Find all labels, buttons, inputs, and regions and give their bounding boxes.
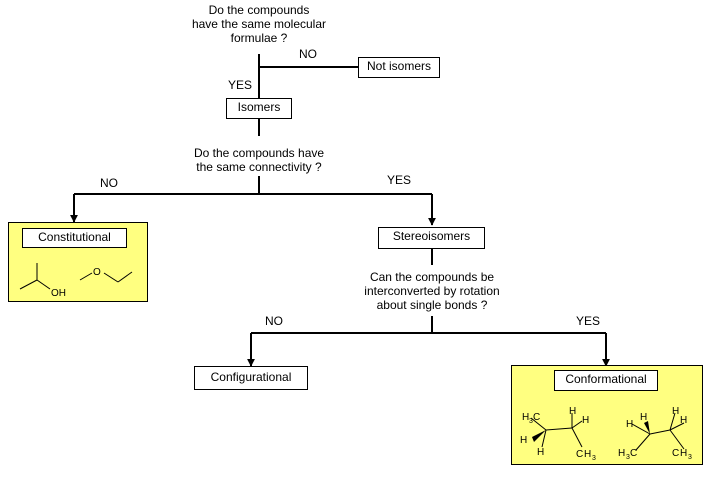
question-line: have the same molecular	[191, 17, 327, 31]
atom-h: H	[569, 406, 576, 417]
question-line: the same connectivity ?	[196, 160, 322, 174]
configurational-box: Configurational	[194, 366, 308, 390]
stereoisomers-box: Stereoisomers	[378, 227, 485, 249]
question-line: formulae ?	[230, 31, 288, 45]
label-no: NO	[265, 314, 283, 328]
bond	[19, 279, 38, 290]
atom-h: H	[584, 449, 591, 460]
question-line: Can the compounds be	[369, 270, 495, 284]
atom-h: H	[672, 406, 679, 417]
wedge-bond	[532, 430, 546, 442]
atom-h: H	[537, 447, 544, 458]
atom-h: H	[582, 415, 589, 426]
atom-h: H	[640, 412, 647, 423]
bond	[669, 412, 676, 431]
atom-c: C	[533, 412, 540, 423]
subscript: 3	[626, 454, 630, 461]
oxygen-label: O	[93, 267, 101, 278]
atom-h: H	[522, 412, 529, 423]
atom-h: H	[520, 435, 527, 446]
label-no: NO	[100, 176, 118, 190]
label-no: NO	[299, 47, 317, 61]
bond	[545, 427, 573, 431]
atom-h: H	[626, 419, 633, 430]
question-line: about single bonds ?	[376, 298, 488, 312]
atom-c: C	[672, 448, 679, 459]
bond	[571, 427, 583, 448]
subscript: 3	[529, 418, 533, 425]
bond	[571, 420, 583, 429]
not-isomers-box: Not isomers	[358, 57, 440, 78]
question-line: Do the compounds have	[193, 146, 325, 160]
bond	[117, 271, 133, 283]
label-yes: YES	[228, 78, 253, 92]
bond	[669, 429, 685, 450]
wedge-bond	[644, 421, 650, 434]
atom-c: C	[630, 448, 637, 459]
bond	[530, 417, 547, 431]
atom-h: H	[680, 415, 687, 426]
bond	[631, 423, 651, 435]
question-line: interconverted by rotation	[364, 284, 500, 298]
atom-c: C	[576, 449, 583, 460]
label-yes: YES	[576, 314, 601, 328]
bond	[649, 429, 671, 435]
hydroxyl-label: OH	[51, 288, 66, 299]
atom-h: H	[680, 448, 687, 459]
bond	[79, 272, 93, 281]
constitutional-box: Constitutional	[22, 228, 127, 248]
subscript: 3	[592, 455, 596, 462]
conformational-box: Conformational	[554, 370, 658, 391]
label-yes: YES	[387, 173, 412, 187]
bond	[103, 272, 119, 283]
question-line: Do the compounds	[208, 3, 310, 17]
subscript: 3	[688, 454, 692, 461]
bond	[541, 429, 547, 448]
question-same-connectivity: Do the compounds have the same connectiv…	[170, 146, 348, 174]
bond	[635, 433, 651, 451]
isomers-box: Isomers	[226, 98, 292, 119]
atom-h: H	[618, 448, 625, 459]
bond	[669, 422, 685, 431]
question-rotation: Can the compounds be interconverted by r…	[350, 270, 514, 312]
question-same-formula: Do the compounds have the same molecular…	[180, 3, 338, 45]
bond	[36, 279, 51, 290]
